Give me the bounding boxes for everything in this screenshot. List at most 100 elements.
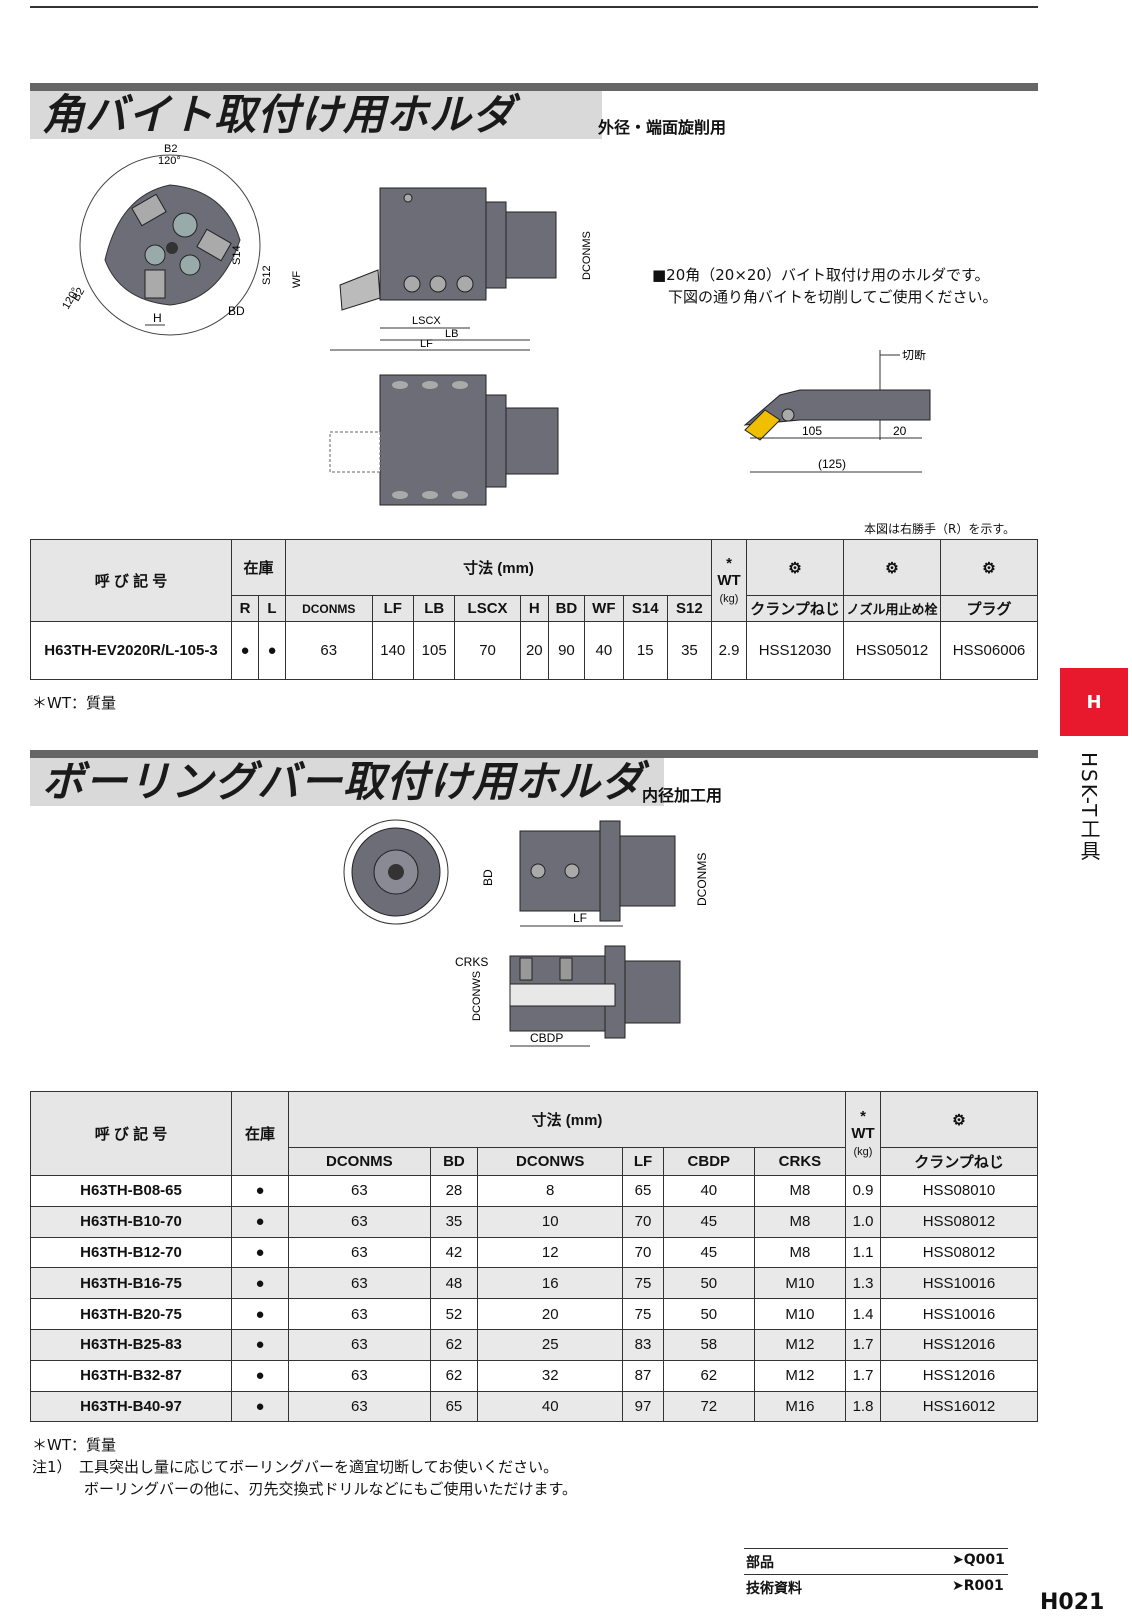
table-cell: 63: [288, 1175, 431, 1207]
section2-note2: ボーリングバーの他に、刃先交換式ドリルなどにもご使用いただけます。: [84, 1480, 578, 1498]
table-cell: H63TH-B12-70: [30, 1236, 232, 1269]
table-cell: 75: [622, 1298, 664, 1330]
col-dims-header: 寸法 (mm): [288, 1091, 846, 1148]
svg-text:20: 20: [893, 424, 907, 438]
table-cell: H63TH-B08-65: [30, 1175, 232, 1207]
table-cell: H63TH-B40-97: [30, 1390, 232, 1423]
table-cell: 62: [429, 1359, 479, 1392]
section2-table: 呼 び 記 号 在庫 寸法 (mm) *WT(kg) ⚙ DCONMS BD D…: [30, 1091, 1038, 1423]
table-cell: 63: [288, 1205, 431, 1238]
table-cell: 40: [477, 1390, 624, 1423]
svg-text:DCONWS: DCONWS: [471, 971, 483, 1021]
table-cell: ●: [231, 1205, 289, 1238]
table-cell: 16: [477, 1267, 624, 1300]
table-cell: 58: [662, 1328, 755, 1361]
table-cell: ●: [231, 1236, 289, 1269]
table-cell: ●: [231, 1267, 289, 1300]
svg-text:H: H: [153, 311, 162, 325]
col-l-header: L: [258, 595, 286, 622]
section1-note-line1: ■20角（20×20）バイト取付け用のホルダです。: [652, 266, 990, 284]
top-rule: [30, 6, 1038, 8]
table-cell: 65: [429, 1390, 479, 1423]
table-cell: 87: [622, 1359, 664, 1392]
col-dconws-header: DCONWS: [477, 1147, 624, 1176]
ref-parts-link[interactable]: ➤Q001: [952, 1552, 1005, 1568]
side-tab-letter[interactable]: H: [1060, 668, 1128, 736]
table-cell: 12: [477, 1236, 624, 1269]
table-cell: 25: [477, 1328, 624, 1361]
col-wt-header: *WT(kg): [845, 1091, 881, 1176]
section1-subtitle: 外径・端面旋削用: [598, 118, 727, 137]
table-cell: 1.4: [845, 1298, 881, 1330]
table-cell: H63TH-B20-75: [30, 1298, 232, 1330]
table-cell: 28: [429, 1175, 479, 1207]
table-cell: M16: [753, 1390, 847, 1423]
col-lb-header: LB: [412, 595, 456, 622]
table-cell: H63TH-B25-83: [30, 1328, 232, 1361]
ref-tech-label: 技術資料: [746, 1581, 802, 1597]
table-cell: 63: [288, 1267, 431, 1300]
col-wf-header: WF: [583, 595, 624, 622]
svg-text:LSCX: LSCX: [412, 315, 441, 327]
table-cell: 20: [477, 1298, 624, 1330]
cut-bar-diagram: 切断 105 20 (125): [743, 350, 931, 473]
table-cell: ●: [231, 1359, 289, 1392]
col-crks-header: CRKS: [753, 1147, 847, 1176]
table-cell: H63TH-B32-87: [30, 1359, 232, 1392]
svg-text:B2: B2: [164, 143, 177, 155]
section2-subtitle: 内径加工用: [642, 786, 723, 805]
table-cell: 75: [622, 1267, 664, 1300]
col-bd-header: BD: [547, 595, 585, 622]
section1-bar: [30, 83, 1038, 91]
table-cell: 42: [429, 1236, 479, 1269]
clamp-screw-icon: ⚙: [880, 1091, 1038, 1148]
end-view: [343, 819, 449, 925]
side-tab-text: HSK-T工具: [1077, 752, 1101, 863]
page-number: H021: [1040, 1590, 1105, 1615]
table-cell: 62: [662, 1359, 755, 1392]
table-cell: HSS12016: [880, 1359, 1038, 1392]
col-dconms-header: DCONMS: [285, 595, 373, 622]
section-view: CRKS DCONWS CBDP: [455, 945, 681, 1047]
ref-rule: [744, 1548, 1008, 1549]
side-view: S14 S12 WF DCONMS LSCX LB LF: [231, 187, 593, 351]
svg-text:LB: LB: [445, 328, 458, 340]
table-cell: 1.7: [845, 1328, 881, 1361]
hand-note: 本図は右勝手（R）を示す。: [864, 522, 1016, 536]
section1-title: 角バイト取付け用ホルダ: [30, 91, 602, 139]
table-cell: 1.0: [845, 1205, 881, 1238]
section1-note-line2: 下図の通り角バイトを切削してご使用ください。: [668, 288, 998, 306]
svg-text:S12: S12: [261, 265, 273, 285]
col-lf-header: LF: [622, 1147, 664, 1176]
table-cell: M12: [753, 1359, 847, 1392]
table-cell: M8: [753, 1236, 847, 1269]
svg-text:CRKS: CRKS: [455, 955, 488, 969]
table-cell: 97: [622, 1390, 664, 1423]
table-cell: H63TH-B10-70: [30, 1205, 232, 1238]
table-row: H63TH-EV2020R/L-105-3 ● ● 63 140 105 70 …: [30, 621, 1038, 680]
ref-tech-link[interactable]: ➤R001: [952, 1578, 1004, 1594]
table-cell: 70: [622, 1205, 664, 1238]
table-cell: HSS10016: [880, 1298, 1038, 1330]
table-cell: ●: [231, 1390, 289, 1423]
table-cell: 45: [662, 1205, 755, 1238]
table-cell: H63TH-B16-75: [30, 1267, 232, 1300]
table-cell: 50: [662, 1267, 755, 1300]
svg-text:S14: S14: [231, 245, 243, 265]
table-cell: HSS16012: [880, 1390, 1038, 1423]
col-bd-header: BD: [429, 1147, 479, 1176]
boring-holder-diagram: BD DCONMS LF CRKS DCONWS CBDP: [343, 819, 709, 1047]
col-h-header: H: [519, 595, 549, 622]
svg-text:CBDP: CBDP: [530, 1031, 563, 1045]
table-cell: ●: [231, 1298, 289, 1330]
svg-text:BD: BD: [481, 869, 495, 886]
svg-text:DCONMS: DCONMS: [695, 853, 709, 906]
col-plug-header: プラグ: [940, 595, 1038, 622]
table-cell: 62: [429, 1328, 479, 1361]
col-s14-header: S14: [622, 595, 668, 622]
